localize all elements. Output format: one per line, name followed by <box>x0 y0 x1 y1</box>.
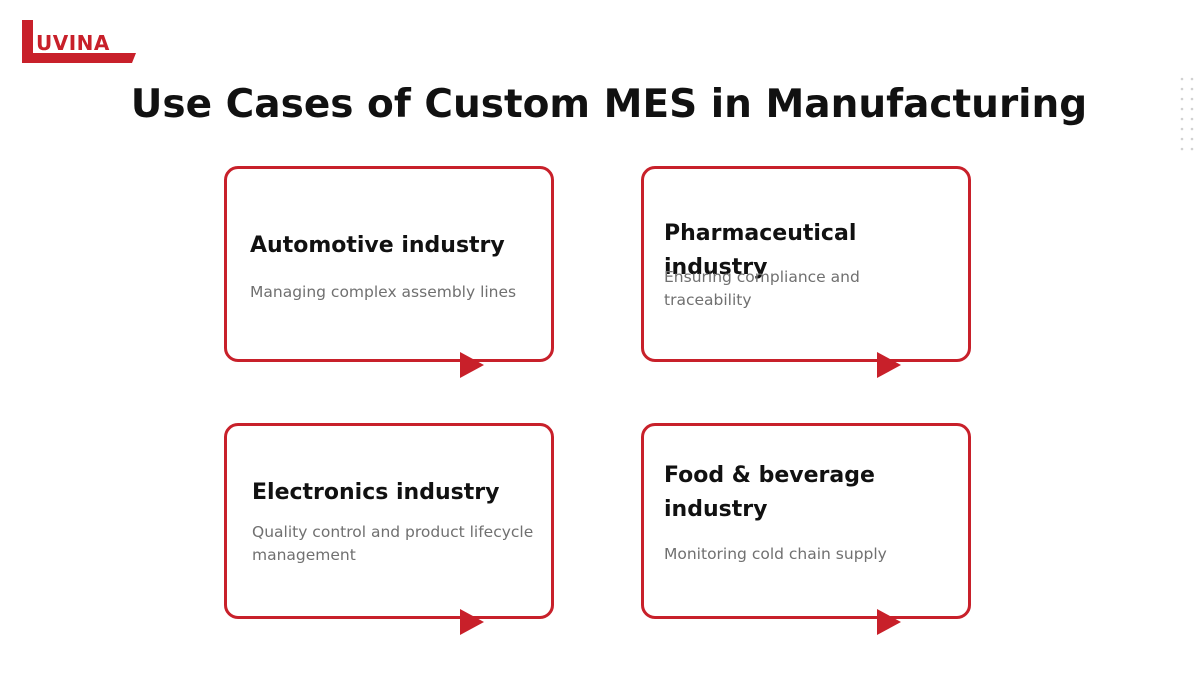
card-description: Managing complex assembly lines <box>250 283 517 301</box>
use-case-card-automotive <box>224 166 554 362</box>
logo-wordmark: UVINA <box>36 31 110 55</box>
card-description: Monitoring cold chain supply <box>664 545 887 563</box>
card-title: Food & beverage industry <box>664 463 875 522</box>
use-case-card-pharmaceutical <box>641 166 971 362</box>
use-case-card-food-beverage <box>641 423 971 619</box>
logo-l-shape-icon <box>22 20 136 63</box>
play-triangle-icon <box>460 609 484 635</box>
play-triangle-icon <box>877 352 901 378</box>
page-title: Use Cases of Custom MES in Manufacturing <box>130 82 1088 127</box>
card-description: Ensuring compliance and traceability <box>664 268 860 309</box>
use-case-card-electronics <box>224 423 554 619</box>
card-title: Electronics industry <box>252 480 500 505</box>
play-triangle-icon <box>877 609 901 635</box>
card-title: Pharmaceutical industry <box>664 221 857 280</box>
card-title: Automotive industry <box>250 233 505 258</box>
card-description: Quality control and product lifecycle ma… <box>252 523 534 564</box>
luvina-logo: UVINA <box>22 20 136 64</box>
dot-grid-icon <box>1180 77 1194 151</box>
play-triangle-icon <box>460 352 484 378</box>
